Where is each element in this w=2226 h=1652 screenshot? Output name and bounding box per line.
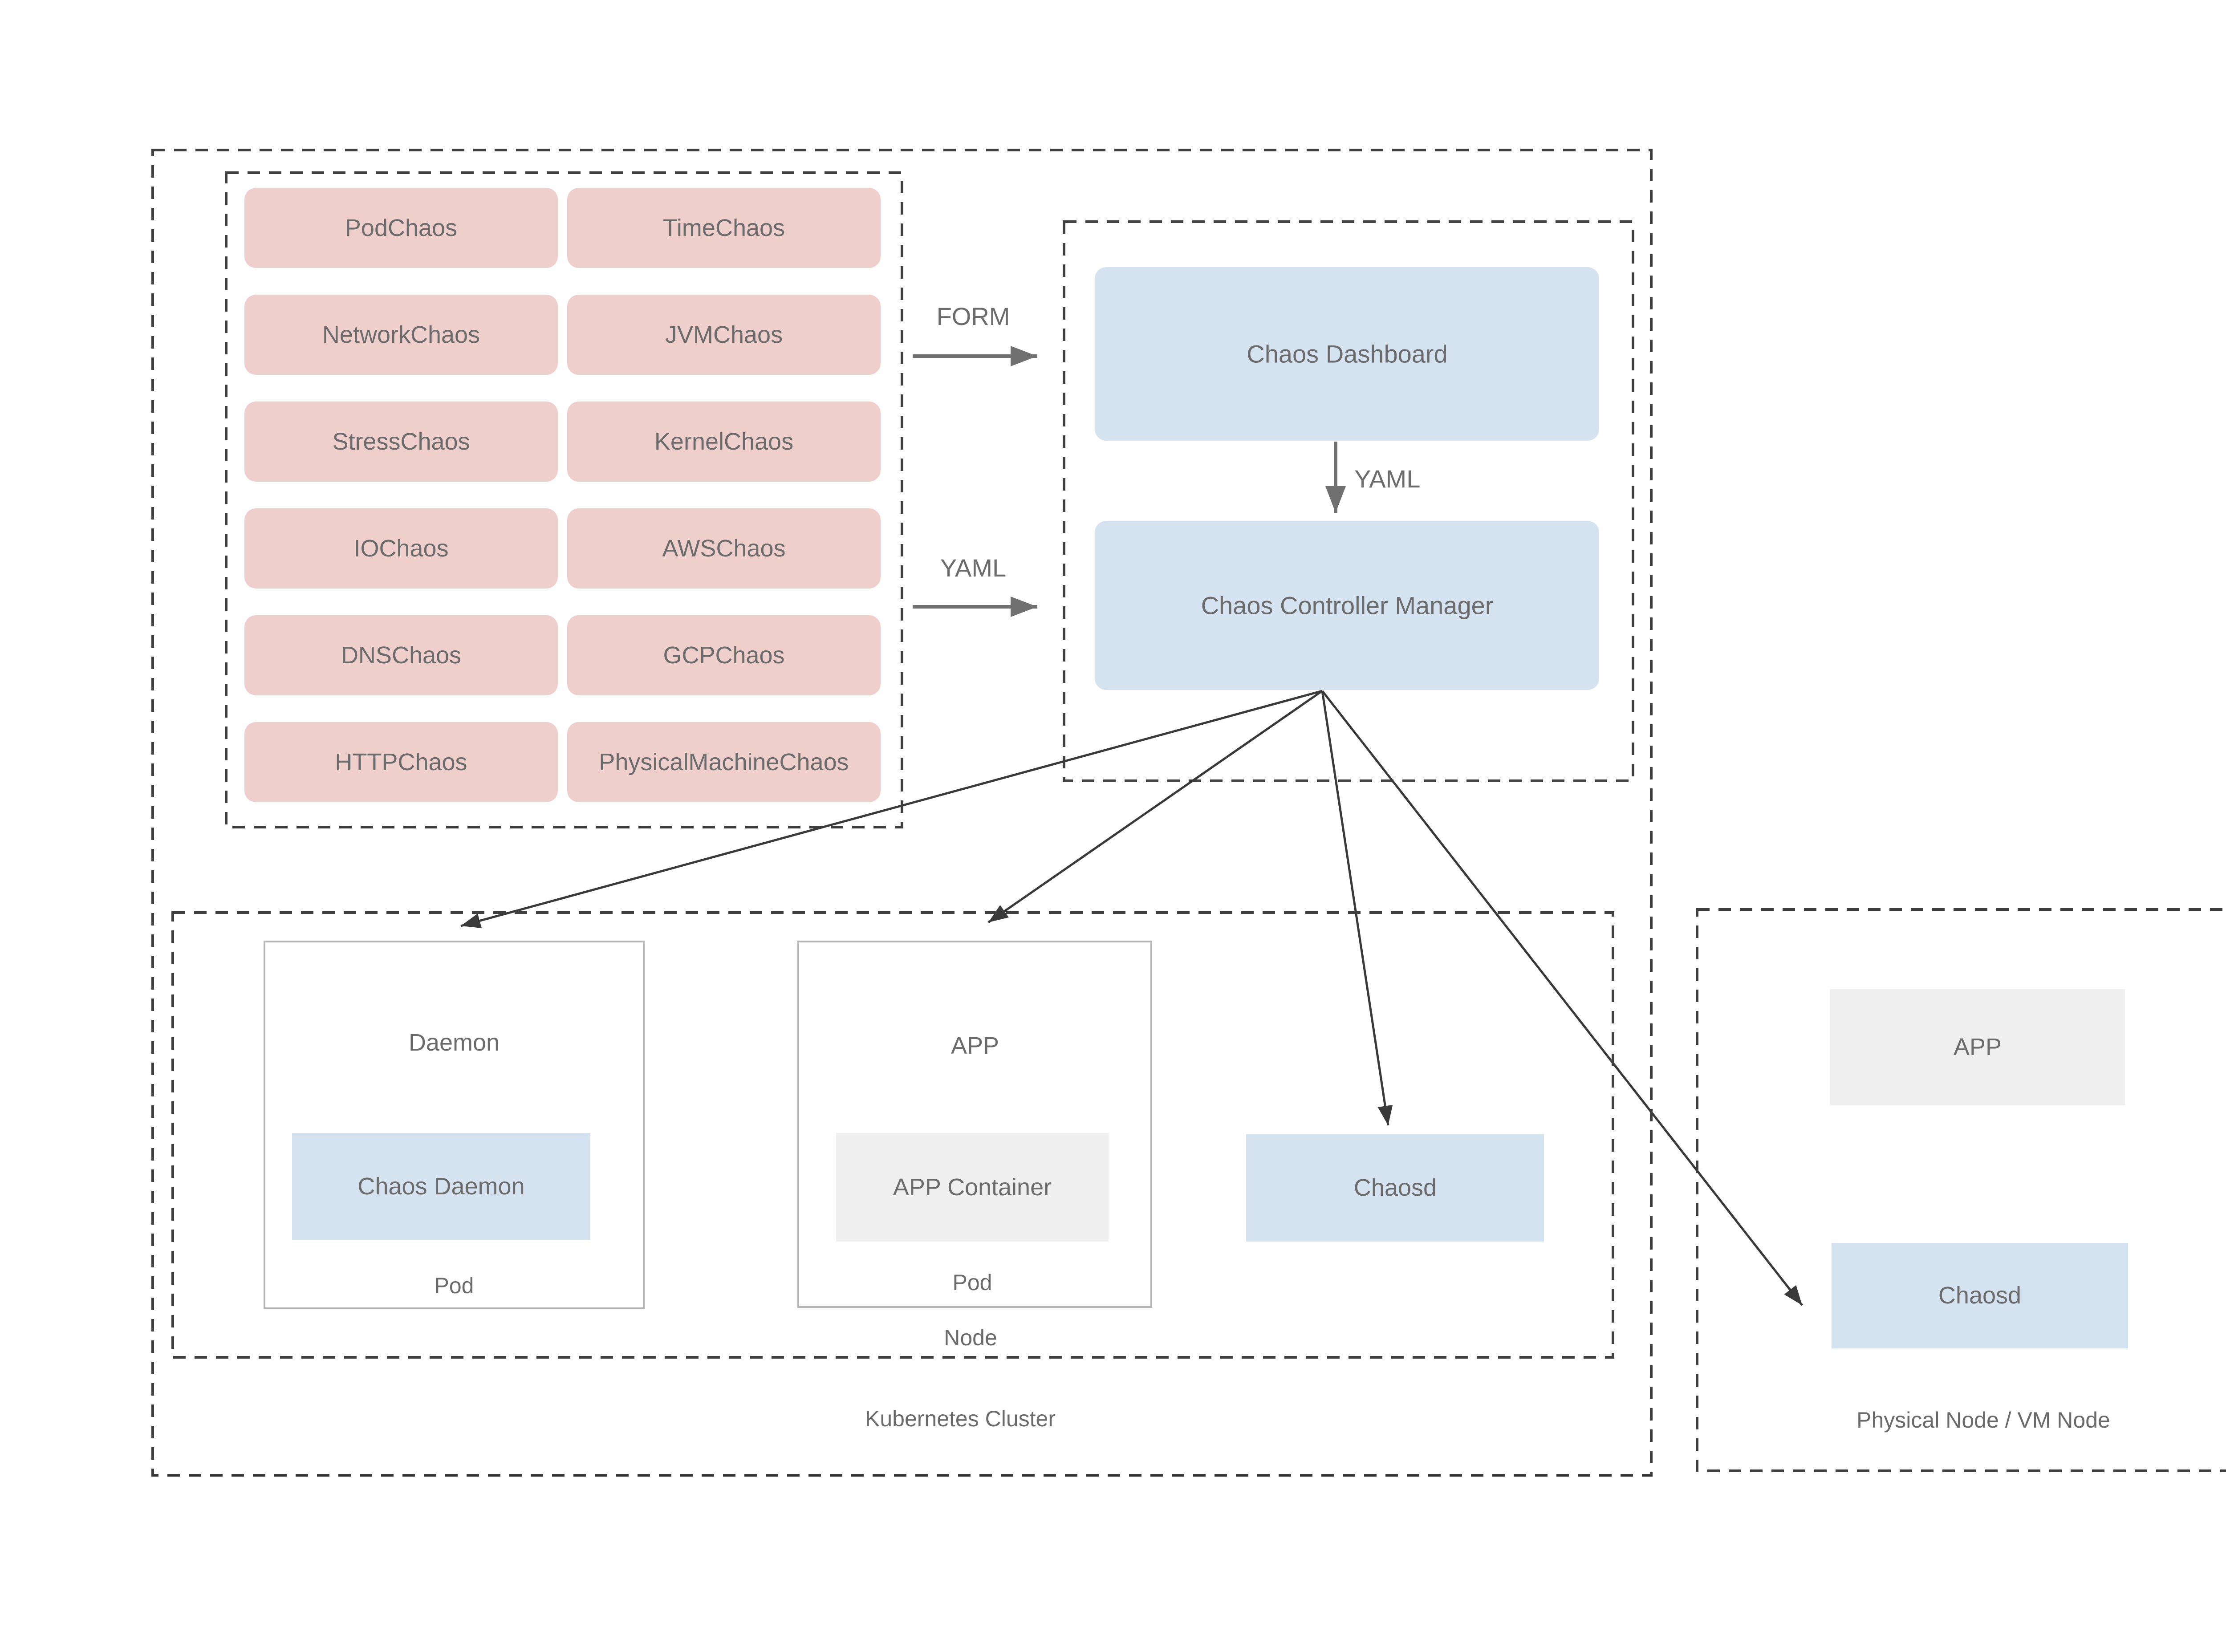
form-edge-label: FORM: [937, 302, 1010, 330]
chaos-type-box: NetworkChaos: [244, 295, 558, 375]
chaos-type-bg: [567, 615, 881, 695]
chaos-type-bg: [567, 722, 881, 802]
chaos-dashboard-box: [1095, 267, 1599, 441]
chaos-type-label: PhysicalMachineChaos: [599, 749, 849, 775]
controller-to-daemon-pod-arrow: [460, 690, 1323, 928]
physical-app-label: APP: [1954, 1034, 2002, 1060]
chaos-type-box: TimeChaos: [567, 188, 881, 268]
app-pod-box: [797, 941, 1152, 1308]
chaos-type-bg: [244, 188, 558, 268]
daemon-pod: Daemon Chaos Daemon Pod: [264, 941, 645, 1309]
chaos-type-label: DNSChaos: [341, 642, 461, 669]
app-container-box: [836, 1133, 1109, 1242]
chaos-type-bg: [244, 508, 558, 589]
chaos-type-bg: [244, 295, 558, 375]
physical-chaosd-box: [1832, 1243, 2128, 1348]
physical-app-box: [1830, 989, 2125, 1105]
chaos-dashboard-label: Chaos Dashboard: [1247, 340, 1447, 368]
chaos-type-bg: [567, 188, 881, 268]
chaos-type-label: NetworkChaos: [322, 321, 480, 348]
app-pod: APP APP Container Pod: [797, 941, 1152, 1308]
node-label: Node: [944, 1325, 997, 1350]
chaos-type-label: StressChaos: [332, 428, 470, 455]
chaos-type-bg: [244, 722, 558, 802]
controller-to-app-pod-arrow: [987, 690, 1323, 924]
chaos-types-group-boundary: [225, 171, 903, 828]
chaos-type-box: GCPChaos: [567, 615, 881, 695]
daemon-pod-title: Daemon: [409, 1029, 500, 1056]
chaos-type-label: TimeChaos: [663, 215, 785, 241]
daemon-pod-box: [264, 941, 645, 1309]
chaos-type-bg: [567, 508, 881, 589]
chaos-daemon-label: Chaos Daemon: [357, 1173, 524, 1200]
chaos-type-label: KernelChaos: [654, 428, 793, 455]
chaos-type-label: JVMChaos: [665, 321, 783, 348]
yaml-edge-label-left: YAML: [940, 554, 1006, 582]
physical-chaosd-label: Chaosd: [1938, 1282, 2021, 1309]
node-boundary: [171, 911, 1614, 1359]
chaos-type-bg: [567, 402, 881, 482]
controller-to-physical-chaosd-arrow: [1321, 690, 1803, 1306]
chaos-type-box: HTTPChaos: [244, 722, 558, 802]
chaos-daemon-box: [292, 1133, 590, 1240]
chaos-type-bg: [244, 402, 558, 482]
physical-node-boundary: [1696, 908, 2226, 1472]
chaos-type-box: JVMChaos: [567, 295, 881, 375]
chaos-type-box: KernelChaos: [567, 402, 881, 482]
chaos-controller-manager-label: Chaos Controller Manager: [1201, 592, 1494, 620]
chaos-type-box: PodChaos: [244, 188, 558, 268]
kubernetes-cluster-label: Kubernetes Cluster: [865, 1406, 1056, 1431]
chaos-type-box: StressChaos: [244, 402, 558, 482]
physical-node-label: Physical Node / VM Node: [1856, 1408, 2110, 1433]
chaos-type-box: PhysicalMachineChaos: [567, 722, 881, 802]
chaos-controller-manager-box: [1095, 521, 1599, 690]
daemon-pod-footer: Pod: [435, 1273, 474, 1298]
chaos-type-box: AWSChaos: [567, 508, 881, 589]
chaos-type-label: HTTPChaos: [335, 749, 467, 775]
chaos-type-label: AWSChaos: [662, 535, 785, 562]
chaos-type-label: IOChaos: [353, 535, 448, 562]
control-plane-boundary: [1063, 220, 1634, 782]
app-pod-title: APP: [951, 1032, 999, 1059]
chaos-type-box: DNSChaos: [244, 615, 558, 695]
chaosd-node-box: [1246, 1134, 1544, 1242]
chaosd-node-label: Chaosd: [1354, 1174, 1437, 1201]
chaos-type-bg: [244, 615, 558, 695]
controller-to-chaosd-arrow: [1321, 690, 1393, 1126]
chaos-type-box: IOChaos: [244, 508, 558, 589]
yaml-edge-label-down: YAML: [1354, 465, 1420, 493]
chaos-type-label: GCPChaos: [663, 642, 784, 669]
app-container-label: APP Container: [893, 1174, 1052, 1201]
app-pod-footer: Pod: [953, 1270, 992, 1295]
kubernetes-cluster-boundary: [151, 149, 1653, 1477]
chaos-type-label: PodChaos: [345, 215, 457, 241]
chaos-type-bg: [567, 295, 881, 375]
